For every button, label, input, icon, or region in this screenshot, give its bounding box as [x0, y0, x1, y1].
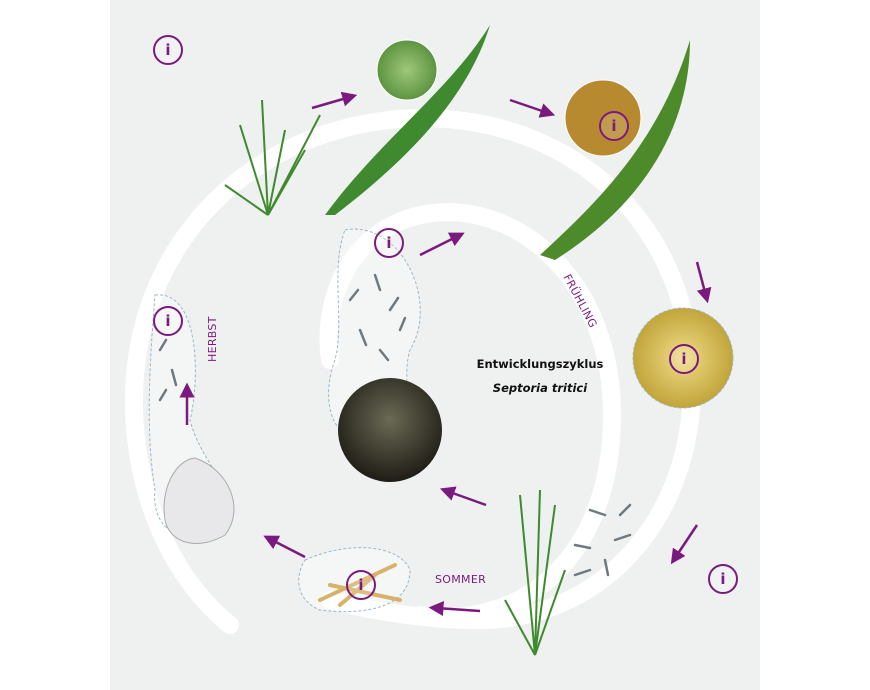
leaf-closeup: [376, 39, 438, 101]
arrow: [670, 524, 699, 565]
info-icon[interactable]: i: [346, 570, 376, 600]
info-icon[interactable]: i: [708, 564, 738, 594]
ascospore-sac: [163, 457, 235, 544]
arrow: [263, 535, 306, 559]
wheat-plant-image: [504, 489, 566, 656]
arrow: [439, 486, 487, 507]
arrow: [311, 91, 358, 110]
spores: [158, 273, 632, 577]
info-icon[interactable]: i: [374, 228, 404, 258]
arrow: [695, 261, 712, 304]
diagram-subtitle: Septoria tritici: [492, 381, 588, 395]
info-icon[interactable]: i: [599, 111, 629, 141]
seedling-image: [224, 99, 321, 216]
arrow: [428, 601, 481, 616]
info-icon[interactable]: i: [669, 344, 699, 374]
arrow: [509, 98, 556, 118]
spiral-outer: [125, 108, 702, 634]
info-icon[interactable]: i: [153, 306, 183, 336]
infected-leaf: [540, 40, 690, 260]
diagram-title: Entwicklungszyklus: [476, 357, 604, 371]
arrow: [419, 232, 465, 257]
info-icon[interactable]: i: [153, 35, 183, 65]
season-label-summer: SOMMER: [435, 573, 487, 586]
cycle-arrows: [179, 91, 712, 616]
wheat-leaf: [325, 25, 490, 215]
soil-closeup: [338, 378, 442, 482]
season-label-autumn: HERBST: [206, 316, 219, 362]
